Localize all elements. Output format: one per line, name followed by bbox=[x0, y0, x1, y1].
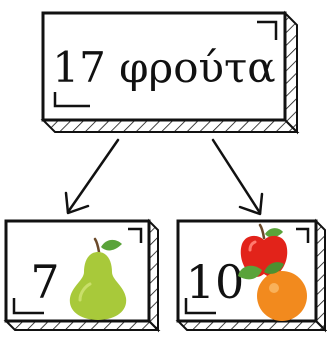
right-box-corner-mark bbox=[184, 298, 216, 315]
left-box-label: 7 bbox=[30, 255, 59, 309]
top-box-corner-mark bbox=[53, 92, 90, 108]
right-box-label: 10 bbox=[186, 255, 245, 309]
top-box-side bbox=[284, 10, 298, 135]
orange-icon bbox=[238, 262, 307, 321]
left-box: 7 bbox=[3, 218, 161, 333]
top-box-label: 17 φρούτα bbox=[52, 43, 275, 92]
top-box-bottom bbox=[40, 119, 300, 133]
top-box-face bbox=[41, 11, 287, 122]
apple-orange-icon bbox=[238, 223, 307, 321]
arrow-left bbox=[64, 138, 120, 215]
top-box-corner-mark bbox=[257, 20, 278, 40]
right-box: 10 bbox=[175, 218, 327, 333]
left-box-corner-mark bbox=[12, 298, 44, 315]
right-box-corner-mark bbox=[296, 227, 310, 243]
pear-icon bbox=[69, 237, 127, 320]
left-box-corner-mark bbox=[128, 227, 143, 243]
arrow-right bbox=[211, 138, 264, 216]
top-box: 17 φρούτα bbox=[40, 10, 300, 135]
